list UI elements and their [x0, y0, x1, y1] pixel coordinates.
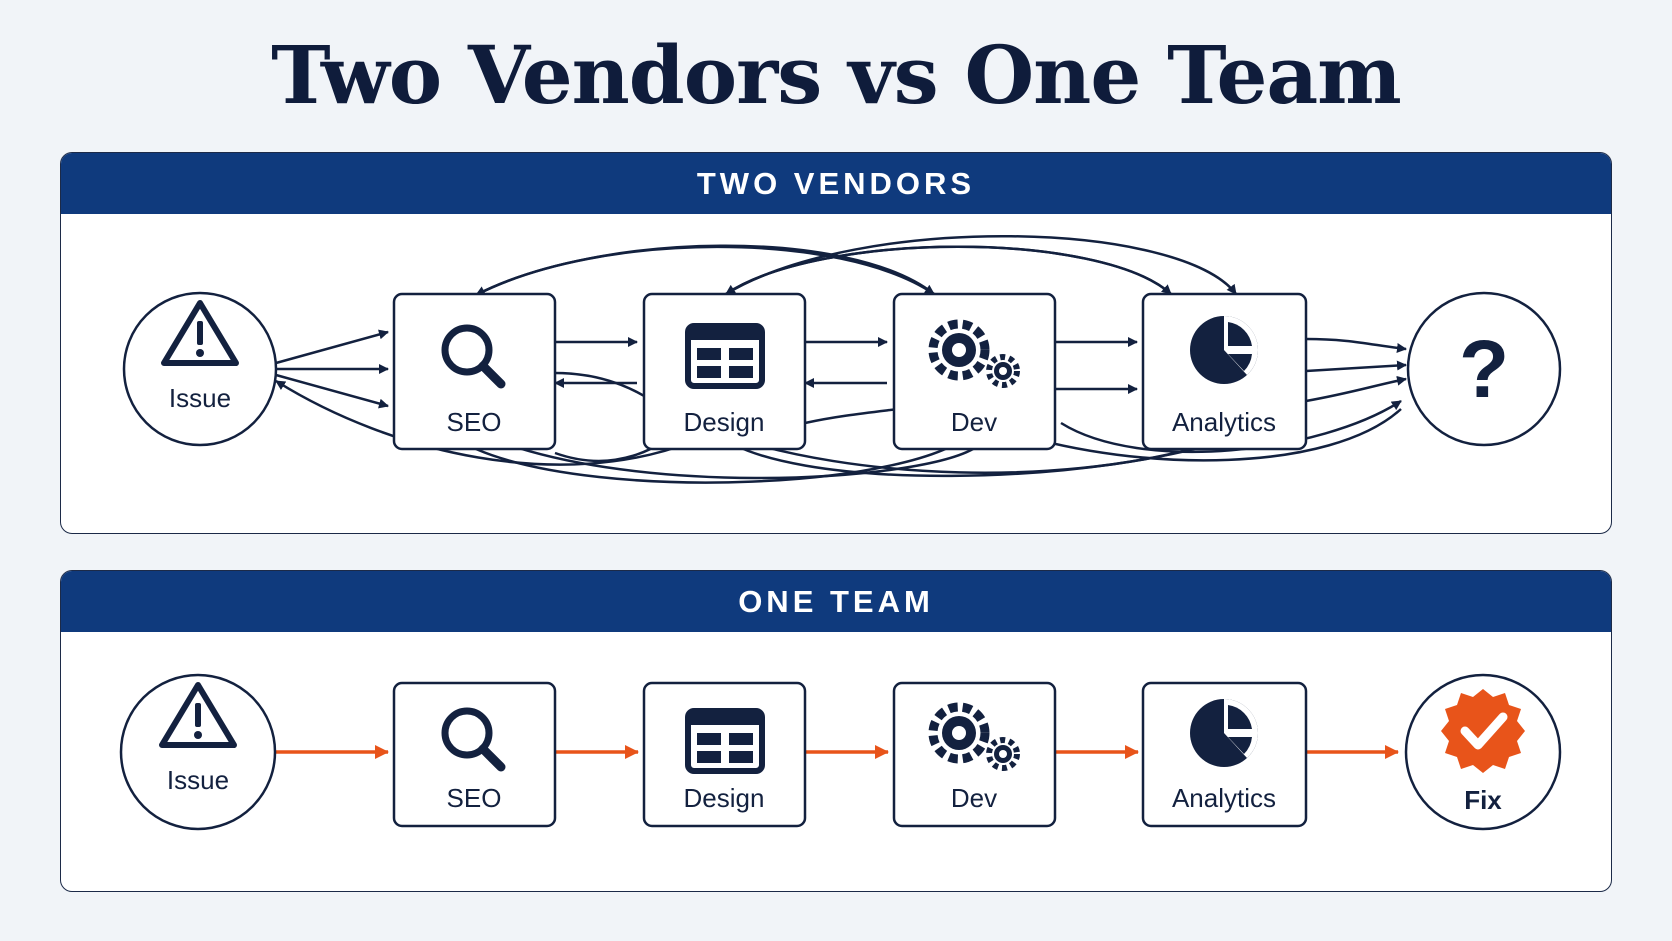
one-team-fix-node: Fix: [1404, 673, 1562, 831]
analytics-label: Analytics: [1172, 783, 1276, 813]
one-team-issue-node: Issue: [119, 673, 277, 831]
question-icon: ?: [1459, 324, 1509, 415]
one-team-dev-node: Dev: [892, 681, 1057, 828]
two-vendors-header: TWO VENDORS: [61, 153, 1611, 214]
warning-icon: [159, 682, 237, 748]
pie-chart-icon: [1190, 316, 1258, 384]
two-vendors-diagram: Issue SEO: [122, 235, 1562, 484]
issue-label: Issue: [167, 765, 229, 795]
two-vendors-design-node: Design: [642, 292, 807, 451]
one-team-panel: ONE TEAM: [60, 570, 1612, 892]
pie-chart-icon: [1190, 699, 1258, 767]
two-vendors-seo-node: SEO: [392, 292, 557, 451]
design-label: Design: [684, 783, 765, 813]
issue-label: Issue: [169, 383, 231, 413]
two-vendors-dev-node: Dev: [892, 292, 1057, 451]
one-team-header: ONE TEAM: [61, 571, 1611, 632]
layout-icon: [685, 323, 765, 389]
two-vendors-issue-node: Issue: [122, 291, 278, 447]
search-icon: [441, 707, 506, 772]
two-vendors-panel: TWO VENDORS: [60, 152, 1612, 534]
fix-label: Fix: [1464, 785, 1502, 815]
check-badge-icon: [1441, 689, 1525, 773]
gears-icon: [928, 319, 1020, 388]
dev-label: Dev: [951, 407, 997, 437]
one-team-design-node: Design: [642, 681, 807, 828]
dev-label: Dev: [951, 783, 997, 813]
page-title: Two Vendors vs One Team: [271, 28, 1402, 122]
two-vendors-analytics-node: Analytics: [1141, 292, 1308, 451]
two-vendors-question-node: ?: [1406, 291, 1562, 447]
design-label: Design: [684, 407, 765, 437]
analytics-label: Analytics: [1172, 407, 1276, 437]
seo-label: SEO: [447, 783, 502, 813]
warning-icon: [161, 300, 239, 366]
one-team-analytics-node: Analytics: [1141, 681, 1308, 828]
one-team-seo-node: SEO: [392, 681, 557, 828]
layout-icon: [685, 708, 765, 774]
gears-icon: [928, 702, 1020, 771]
one-team-diagram: Issue SEO: [119, 673, 1562, 831]
search-icon: [441, 324, 506, 389]
seo-label: SEO: [447, 407, 502, 437]
